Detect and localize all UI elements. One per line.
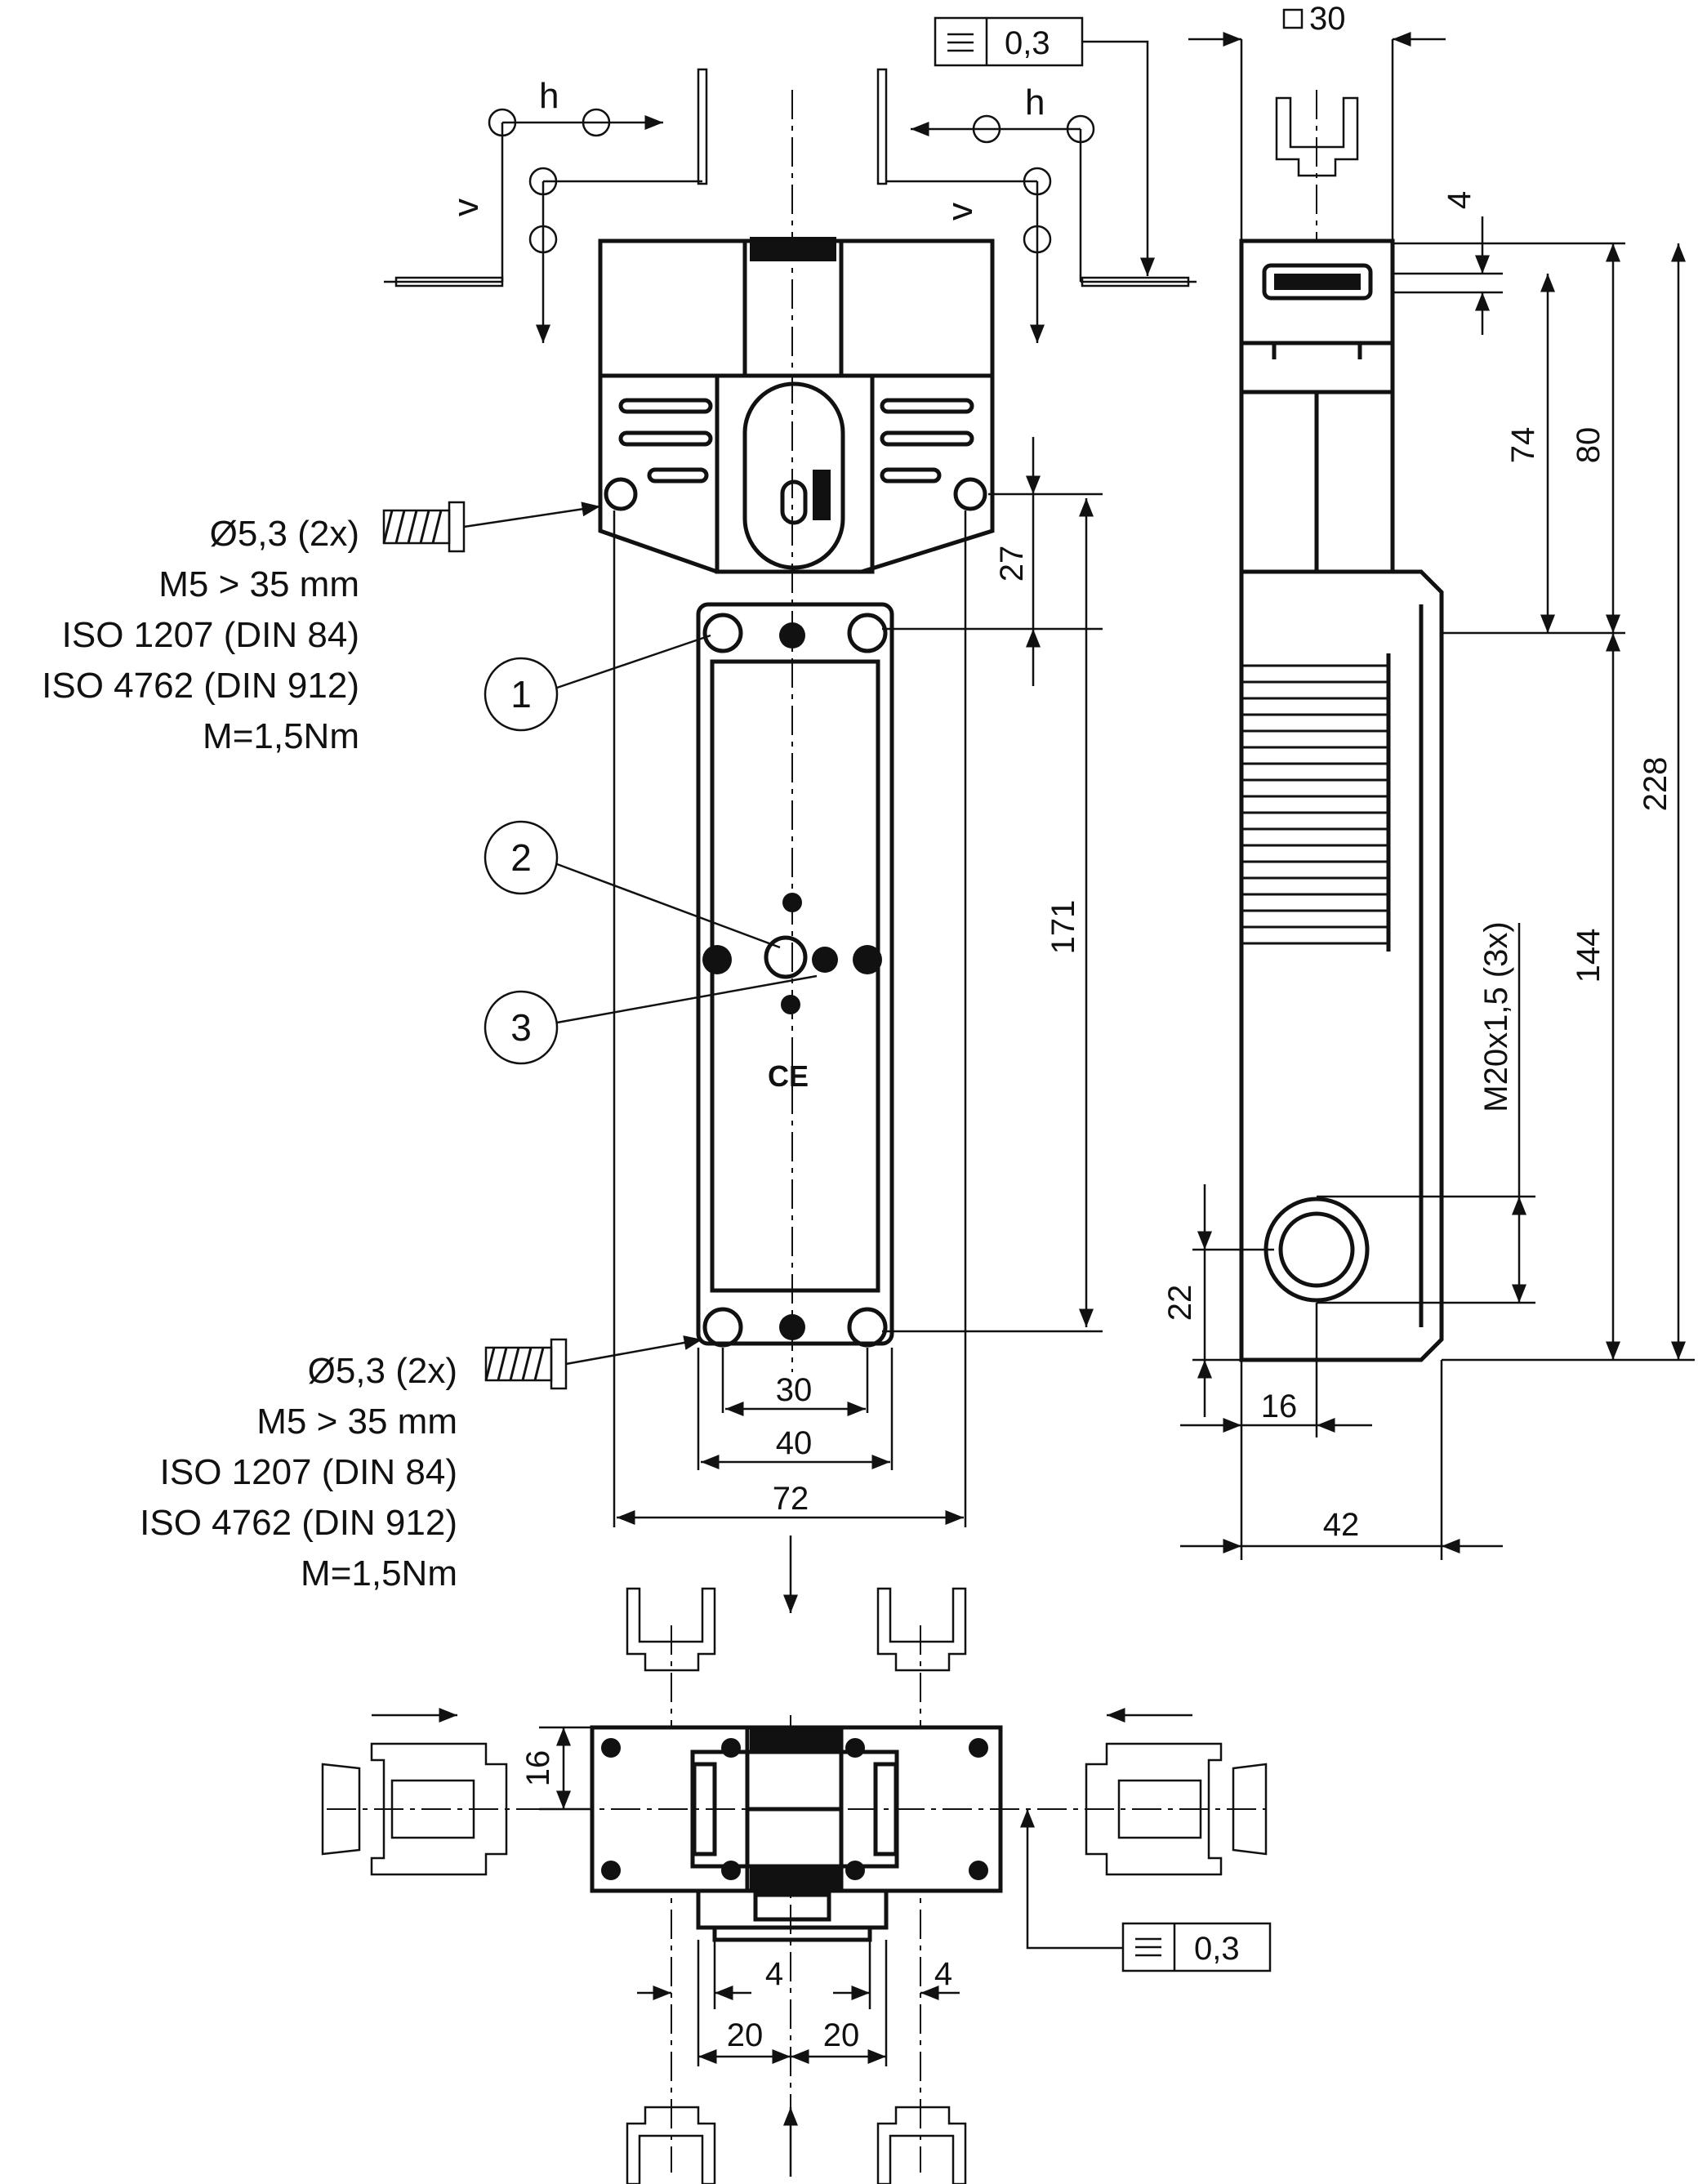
head-oval-window xyxy=(742,381,845,570)
ce-mark: CE xyxy=(768,1059,809,1093)
screw-icon-bottom xyxy=(484,1335,703,1390)
screw-note-top: Ø5,3 (2x) M5 > 35 mm ISO 1207 (DIN 84) I… xyxy=(42,514,359,756)
dim-16-bottom: 16 xyxy=(520,1750,556,1787)
top-grip-ribs-upper xyxy=(750,1727,840,1750)
svg-text:M=1,5Nm: M=1,5Nm xyxy=(203,716,359,756)
side-view: 30 xyxy=(1162,1,1695,1560)
body-hole-top-right xyxy=(847,613,888,653)
h-label-left: h xyxy=(539,76,559,116)
svg-text:ISO 1207 (DIN 84): ISO 1207 (DIN 84) xyxy=(160,1452,457,1492)
svg-text:Ø5,3 (2x): Ø5,3 (2x) xyxy=(210,514,359,554)
dim-square-30: 30 xyxy=(1309,1,1346,37)
front-view: CE 27 171 30 40 72 xyxy=(42,90,1103,1613)
svg-text:M5 > 35 mm: M5 > 35 mm xyxy=(158,564,359,604)
svg-text:3: 3 xyxy=(510,1006,532,1049)
square-symbol xyxy=(1282,8,1304,29)
body-hole-bottom-right xyxy=(847,1307,888,1348)
svg-text:ISO 4762 (DIN 912): ISO 4762 (DIN 912) xyxy=(140,1503,457,1543)
side-body xyxy=(1239,569,1444,1362)
svg-text:2: 2 xyxy=(510,836,532,879)
body-hole-top-left xyxy=(702,613,743,653)
actuator-left xyxy=(370,1742,508,1876)
dim-80: 80 xyxy=(1571,427,1607,464)
svg-text:1: 1 xyxy=(510,673,532,715)
svg-text:M=1,5Nm: M=1,5Nm xyxy=(301,1553,457,1593)
dim-20-right: 20 xyxy=(823,2017,860,2053)
actuator-top-left xyxy=(626,1587,716,1672)
dim-171: 171 xyxy=(1045,900,1081,955)
screw-note-bottom: Ø5,3 (2x) M5 > 35 mm ISO 1207 (DIN 84) I… xyxy=(140,1351,457,1593)
actuator-top-right xyxy=(876,1587,967,1672)
callout-2: 2 xyxy=(484,820,781,949)
svg-text:ISO 4762 (DIN 912): ISO 4762 (DIN 912) xyxy=(42,666,359,706)
flatness-value-top: 0,3 xyxy=(1005,25,1050,61)
dim-27: 27 xyxy=(994,546,1030,582)
thread-note: M20x1,5 (3x) xyxy=(1478,921,1514,1112)
dim-20-left: 20 xyxy=(727,2017,764,2053)
dim-4-side: 4 xyxy=(1442,191,1477,209)
dim-22: 22 xyxy=(1162,1285,1198,1322)
flatness-value-bottom: 0,3 xyxy=(1194,1931,1240,1967)
callout-1: 1 xyxy=(484,634,711,732)
v-label-right: v xyxy=(940,203,980,221)
cable-entry-inner xyxy=(1278,1211,1355,1288)
body-hole-bottom-left xyxy=(702,1307,743,1348)
lock-icon xyxy=(781,995,800,1014)
head-mount-hole-right xyxy=(953,477,987,511)
v-label-left: v xyxy=(446,198,486,216)
dim-30: 30 xyxy=(776,1372,813,1408)
callout-3: 3 xyxy=(484,974,818,1065)
flatness-frame-top: 0,3 xyxy=(934,16,1155,276)
dim-16-side: 16 xyxy=(1261,1388,1298,1424)
svg-text:Ø5,3 (2x): Ø5,3 (2x) xyxy=(308,1351,457,1391)
head-mount-hole-left xyxy=(604,477,638,511)
actuator-bottom-left xyxy=(626,2106,716,2184)
actuator-right xyxy=(1085,1742,1223,1876)
bottom-view: 16 0,3 4 4 20 20 xyxy=(321,1587,1272,2184)
dim-144: 144 xyxy=(1571,929,1607,983)
svg-text:M5 > 35 mm: M5 > 35 mm xyxy=(256,1402,457,1442)
side-slot xyxy=(1274,274,1361,290)
aux-release-icon xyxy=(764,935,808,979)
dim-4-bottom-left: 4 xyxy=(765,1956,783,1992)
flatness-frame-bottom: 0,3 xyxy=(1020,1809,1272,1972)
dim-40: 40 xyxy=(776,1425,813,1461)
dim-74: 74 xyxy=(1505,427,1541,464)
svg-text:ISO 1207 (DIN 84): ISO 1207 (DIN 84) xyxy=(62,615,359,655)
lock-icon-head xyxy=(813,470,831,520)
side-ribs xyxy=(1241,653,1391,952)
dim-72: 72 xyxy=(773,1481,809,1517)
top-approach-indicators: h v h v 0,3 xyxy=(384,16,1197,343)
dim-4-bottom-right: 4 xyxy=(934,1956,952,1992)
actuator-top-side xyxy=(1275,96,1359,177)
screw-icon-top xyxy=(382,501,601,553)
actuator-bottom-right xyxy=(876,2106,967,2184)
h-label-right: h xyxy=(1025,82,1045,123)
dim-228: 228 xyxy=(1638,757,1673,812)
top-grip-ribs-lower xyxy=(750,1868,840,1891)
dim-42: 42 xyxy=(1323,1507,1360,1543)
